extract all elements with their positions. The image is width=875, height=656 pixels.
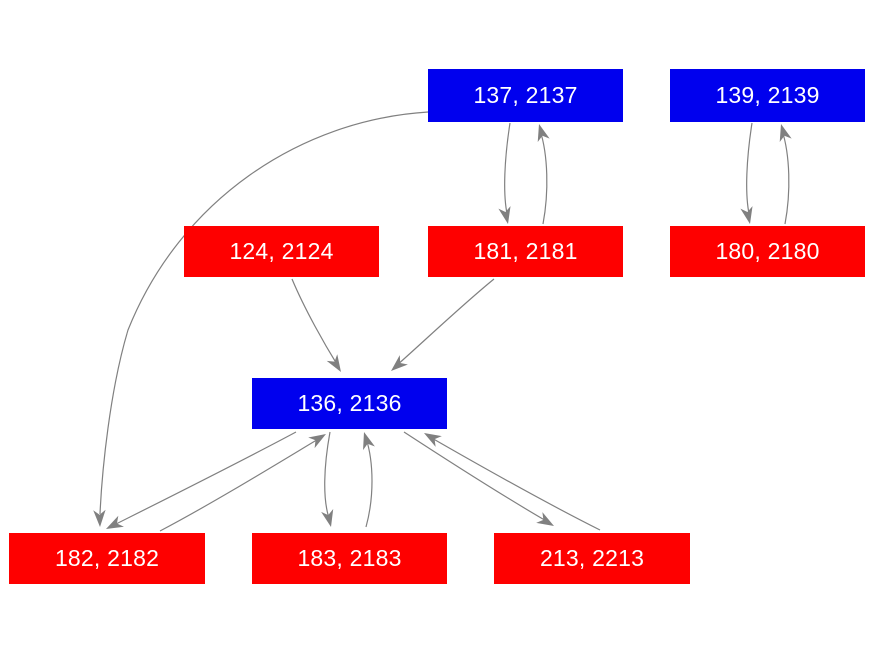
edge-137-to-181 [504, 122, 511, 219]
graph-node-180[interactable]: 180, 2180 [670, 226, 865, 277]
graph-node-label: 182, 2182 [54, 545, 160, 571]
arrowhead-139-to-180 [740, 206, 753, 224]
arrowhead-136-to-182 [106, 515, 124, 529]
edge-183-to-136 [365, 437, 373, 528]
graph-node-137[interactable]: 137, 2137 [428, 69, 623, 122]
edge-180-to-139 [781, 129, 790, 225]
arrowhead-136-to-213 [536, 512, 554, 526]
graph-node-label: 181, 2181 [473, 238, 578, 264]
edge-139-to-180 [746, 122, 753, 219]
arrowhead-181-to-136 [391, 355, 408, 371]
graph-node-label: 180, 2180 [715, 238, 820, 264]
arrowhead-181-to-137 [537, 124, 550, 143]
graph-node-213[interactable]: 213, 2213 [494, 533, 690, 584]
graph-node-139[interactable]: 139, 2139 [670, 69, 865, 122]
edge-137-to-182 [99, 111, 429, 515]
graph-node-124[interactable]: 124, 2124 [184, 226, 379, 277]
graph-node-label: 124, 2124 [229, 238, 334, 264]
graph-node-label: 137, 2137 [473, 82, 578, 108]
graph-node-182[interactable]: 182, 2182 [9, 533, 205, 584]
arrowhead-182-to-136 [308, 434, 326, 449]
arrowhead-137-to-182 [93, 509, 106, 527]
graph-node-136[interactable]: 136, 2136 [252, 378, 447, 429]
arrowhead-183-to-136 [363, 432, 375, 451]
edge-182-to-136 [159, 437, 321, 532]
edge-136-to-183 [324, 431, 331, 522]
arrowhead-180-to-139 [779, 124, 792, 143]
edge-181-to-136 [395, 278, 495, 367]
graph-node-label: 136, 2136 [297, 390, 402, 416]
arrowhead-124-to-136 [326, 354, 341, 372]
edge-136-to-213 [403, 431, 549, 523]
graph-node-label: 213, 2213 [539, 545, 645, 571]
edge-136-to-182 [111, 431, 297, 527]
graph-node-label: 183, 2183 [297, 545, 402, 571]
arrowhead-137-to-181 [498, 206, 511, 224]
edge-213-to-136 [429, 436, 601, 531]
graph-node-label: 139, 2139 [715, 82, 820, 108]
arrowhead-136-to-183 [321, 509, 334, 527]
arrowhead-213-to-136 [424, 433, 442, 447]
edge-124-to-136 [291, 278, 339, 367]
graph-node-181[interactable]: 181, 2181 [428, 226, 623, 277]
edge-181-to-137 [539, 129, 548, 225]
graph-node-183[interactable]: 183, 2183 [252, 533, 447, 584]
